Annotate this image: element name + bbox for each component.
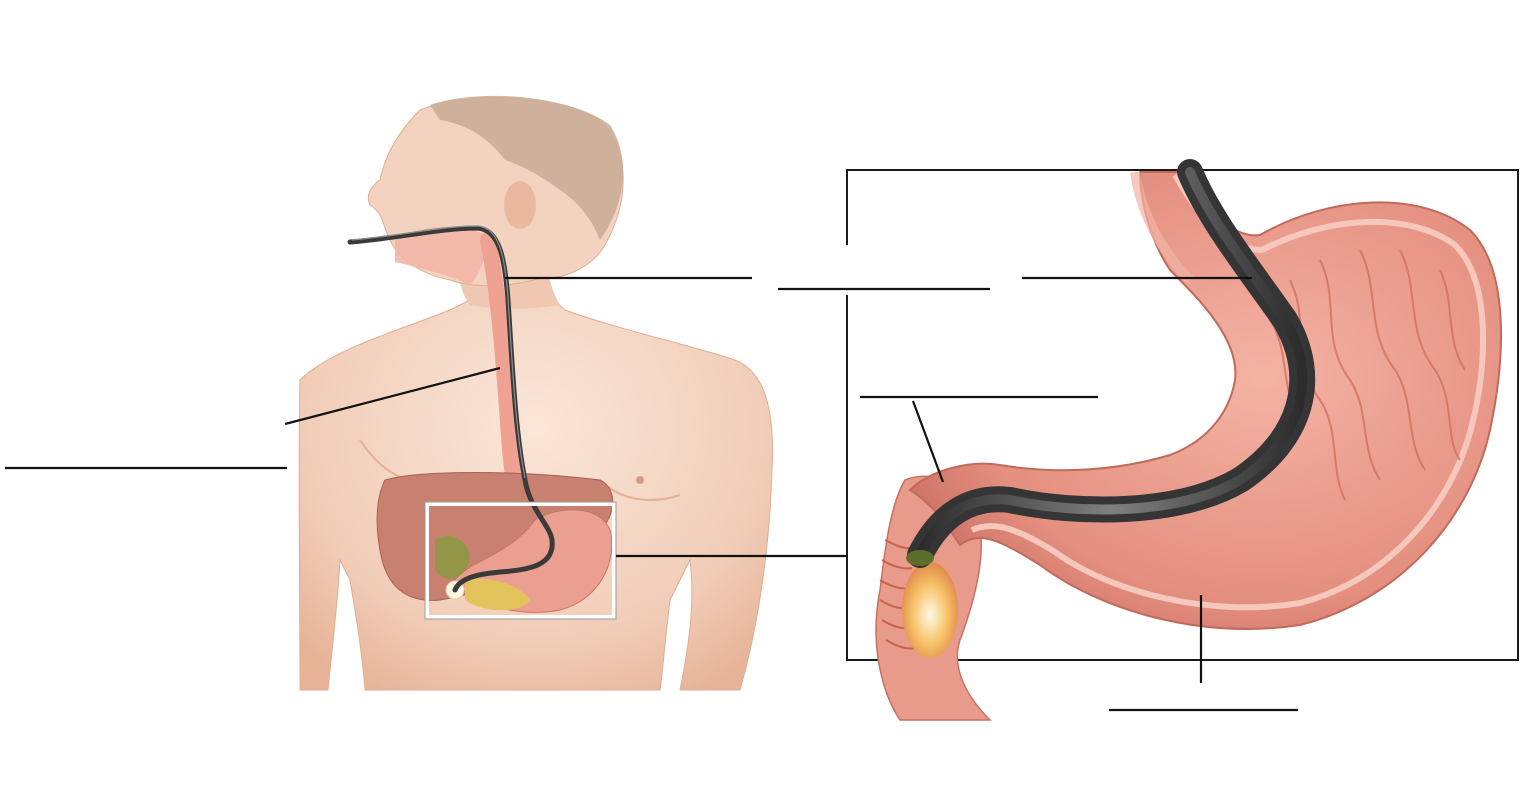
torso-body bbox=[299, 250, 772, 690]
ear bbox=[504, 181, 536, 229]
nipple bbox=[636, 476, 644, 484]
leader-stomach-entry bbox=[913, 401, 943, 482]
human-torso bbox=[299, 96, 772, 690]
scope-light-glow bbox=[902, 562, 958, 658]
enlarged-view bbox=[847, 170, 1518, 720]
endoscope-tip bbox=[906, 550, 934, 566]
stomach-large bbox=[910, 172, 1501, 629]
